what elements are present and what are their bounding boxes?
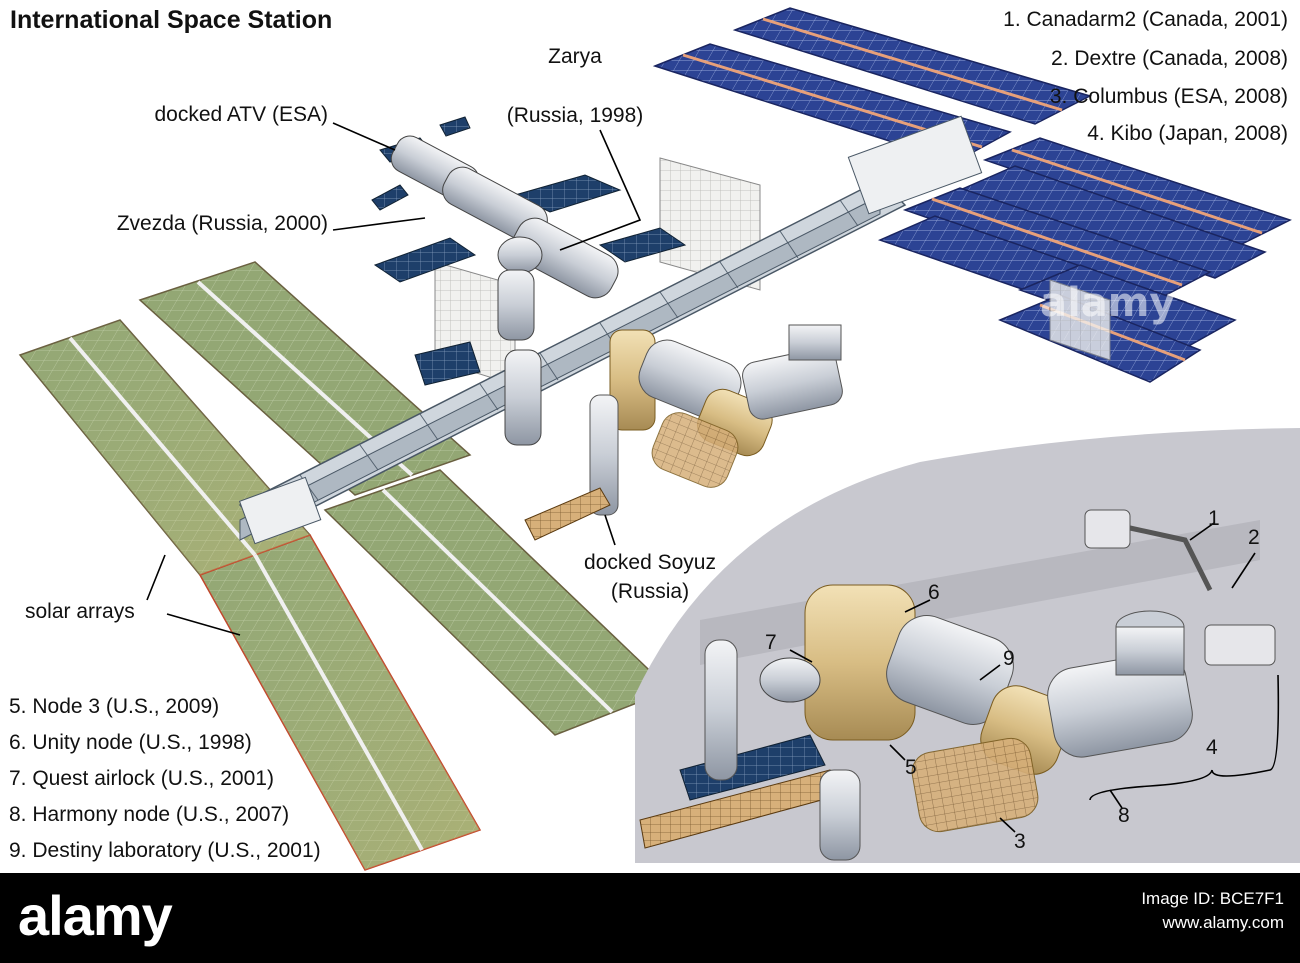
callout-soyuz: docked Soyuz	[584, 551, 716, 574]
site-url: www.alamy.com	[1162, 913, 1284, 932]
inset-number-7: 7	[765, 631, 777, 654]
inset-number-5: 5	[905, 756, 917, 779]
legend-item-unity: 6. Unity node (U.S., 1998)	[9, 731, 252, 754]
legend-item-dextre: 2. Dextre (Canada, 2008)	[1051, 47, 1288, 70]
solar-array-left	[18, 261, 672, 871]
leader-lines	[146, 122, 1280, 833]
inset-number-8: 8	[1118, 804, 1130, 827]
callout-zarya-origin: (Russia, 1998)	[506, 104, 644, 127]
image-id: Image ID: BCE7F1	[1141, 889, 1284, 908]
legend-item-quest: 7. Quest airlock (U.S., 2001)	[9, 767, 274, 790]
callout-solar-arrays: solar arrays	[25, 600, 135, 623]
alamy-logo: alamy	[18, 884, 173, 947]
legend-item-node3: 5. Node 3 (U.S., 2009)	[9, 695, 220, 718]
callout-atv: docked ATV (ESA)	[154, 103, 328, 126]
us-modules	[589, 324, 843, 516]
inset-number-2: 2	[1248, 526, 1260, 549]
russian-segment	[390, 135, 619, 446]
legend-item-columbus: 3. Columbus (ESA, 2008)	[1049, 85, 1288, 108]
inset-number-3: 3	[1014, 830, 1026, 853]
russian-solar-wings	[371, 116, 687, 386]
legend-item-canadarm2: 1. Canadarm2 (Canada, 2001)	[1003, 8, 1288, 31]
inset-number-1: 1	[1208, 507, 1220, 530]
watermark-logo: alamy	[1040, 280, 1176, 326]
inset-number-6: 6	[928, 581, 940, 604]
callout-zarya: Zarya	[548, 45, 602, 68]
inset-number-9: 9	[1003, 647, 1015, 670]
inset-detail	[635, 428, 1300, 863]
callout-soyuz-origin: (Russia)	[610, 580, 690, 603]
footer-bar: alamy Image ID: BCE7F1 www.alamy.com	[0, 873, 1300, 963]
legend-item-harmony: 8. Harmony node (U.S., 2007)	[9, 803, 290, 826]
callout-zvezda: Zvezda (Russia, 2000)	[116, 212, 328, 235]
footer-info: Image ID: BCE7F1 www.alamy.com	[1141, 887, 1284, 935]
page-title: International Space Station	[10, 6, 333, 34]
soyuz-panel	[524, 487, 611, 541]
inset-number-4: 4	[1206, 736, 1218, 759]
main-truss	[238, 115, 983, 545]
iss-illustration	[18, 7, 1300, 871]
legend-item-kibo: 4. Kibo (Japan, 2008)	[1087, 122, 1288, 145]
legend-item-destiny: 9. Destiny laboratory (U.S., 2001)	[9, 839, 321, 862]
